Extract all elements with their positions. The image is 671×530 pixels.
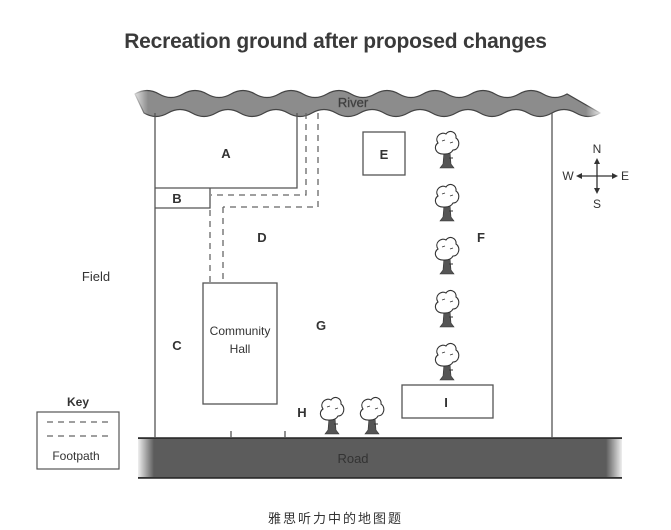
tree-icon <box>434 342 460 381</box>
area-a: A <box>155 113 298 189</box>
area-f-label: F <box>477 230 485 245</box>
area-i: I <box>401 384 494 419</box>
tree-icon <box>434 130 460 169</box>
ground-boundary <box>154 113 553 438</box>
river-label: River <box>338 95 369 110</box>
tree-icon <box>434 236 460 275</box>
field-label: Field <box>82 269 110 284</box>
map-key: Key Footpath <box>36 395 120 470</box>
tree-icon <box>434 183 460 222</box>
community-hall-label-line1: Community <box>210 324 271 338</box>
area-b: B <box>155 188 211 209</box>
compass-west: W <box>562 169 574 183</box>
community-hall: Community Hall <box>202 282 278 405</box>
tree-icon <box>319 396 345 435</box>
footpath <box>209 113 319 282</box>
compass-south: S <box>593 197 601 211</box>
area-a-label: A <box>221 146 231 161</box>
compass-east: E <box>621 169 629 183</box>
key-footpath-label: Footpath <box>52 449 99 463</box>
tree-icon <box>434 289 460 328</box>
community-hall-label-line2: Hall <box>230 342 251 356</box>
compass-north: N <box>593 142 602 156</box>
area-e-label: E <box>380 147 389 162</box>
area-g-label: G <box>316 318 326 333</box>
compass-icon <box>576 158 618 194</box>
area-e: E <box>362 131 406 176</box>
area-h-label: H <box>297 405 306 420</box>
area-c-label: C <box>172 338 182 353</box>
area-b-label: B <box>172 191 181 206</box>
river: River <box>132 85 602 120</box>
road-label: Road <box>337 451 368 466</box>
road: Road <box>138 437 622 479</box>
tree-icon <box>359 396 385 435</box>
key-heading: Key <box>67 395 89 409</box>
area-d-label: D <box>257 230 266 245</box>
area-i-label: I <box>444 395 448 410</box>
map-title: Recreation ground after proposed changes <box>124 30 547 53</box>
caption: 雅思听力中的地图题 <box>267 512 403 527</box>
